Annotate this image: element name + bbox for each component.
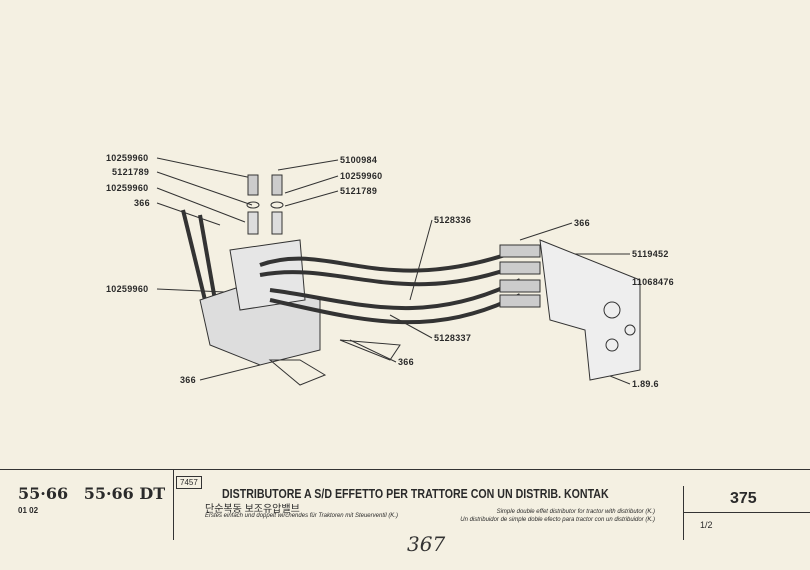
title-spanish: Un distribuidor de simple doble efecto p… bbox=[460, 517, 655, 523]
part-label: 10259960 bbox=[106, 183, 149, 193]
title-english: Simple double effet distributor for trac… bbox=[496, 509, 655, 515]
part-label: 11068476 bbox=[632, 277, 674, 287]
model-years: 01 02 bbox=[18, 506, 39, 515]
model-names: 55·66 55·66 DT bbox=[18, 484, 175, 503]
hydraulic-distributor-diagram bbox=[156, 157, 641, 386]
part-label: 10259960 bbox=[340, 171, 383, 181]
part-label: 366 bbox=[180, 375, 196, 385]
part-label: 366 bbox=[398, 357, 414, 367]
part-label: 366 bbox=[134, 198, 150, 208]
part-label: 5100984 bbox=[340, 155, 378, 165]
title-korean: 단순복동 보조유압밸브 bbox=[205, 504, 300, 515]
group-code: 7457 bbox=[176, 476, 202, 489]
part-label: 5121789 bbox=[340, 186, 378, 196]
part-label: 10259960 bbox=[106, 284, 149, 294]
part-label: 5128336 bbox=[434, 215, 472, 225]
footer-divider bbox=[683, 512, 810, 513]
page-number: 375 bbox=[730, 490, 757, 507]
footer-divider bbox=[0, 469, 810, 470]
sheet-number: 1/2 bbox=[700, 520, 713, 530]
model-name: 55·66 bbox=[18, 484, 69, 503]
part-label: 5128337 bbox=[434, 333, 472, 343]
part-label: 10259960 bbox=[106, 153, 149, 163]
part-label: 1.89.6 bbox=[632, 379, 659, 389]
model-name: 55·66 DT bbox=[83, 484, 166, 503]
part-label: 5121789 bbox=[112, 167, 150, 177]
part-label: 366 bbox=[574, 218, 590, 228]
footer-divider bbox=[173, 470, 174, 540]
title-german: Erstes einfach und doppelt wirchendes fü… bbox=[205, 513, 398, 519]
handwritten-note: 367 bbox=[407, 532, 446, 556]
footer-divider bbox=[683, 486, 684, 540]
page-title: DISTRIBUTORE A S/D EFFETTO PER TRATTORE … bbox=[222, 487, 609, 501]
part-label: 5119452 bbox=[632, 249, 669, 259]
